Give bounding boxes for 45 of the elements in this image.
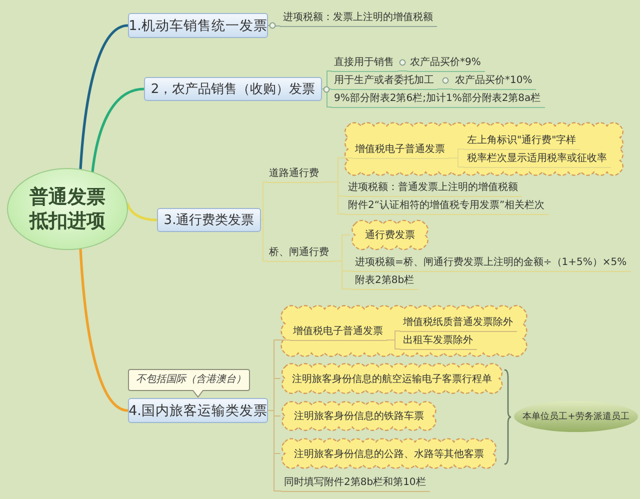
central-ellipse: 普通发票抵扣进项 [7,168,128,250]
underlined-topic: 附件2“认证相符的增值税专用发票”相关栏次 [345,198,549,214]
cloud-bubble: 注明旅客身份信息的航空运输电子客票行程单 [280,362,504,395]
callout-note: 不包括国际（含港澳台） [128,369,250,398]
connector-line [438,88,452,90]
underlined-topic: 9%部分附表2第6栏;加计1%部分附表2第8a栏 [331,90,545,108]
underlined-topic: 进项税额：普通发票上注明的增值税额 [345,180,522,196]
branch-curve [79,24,130,170]
underlined-topic: 左上角标识"通行费"字样 [464,132,580,150]
branch-curve [126,202,158,222]
branch-curve [91,88,146,173]
underlined-topic: 直接用于销售 [331,54,398,72]
summary-ellipse: 本单位员工+劳务派遣员工 [514,401,638,432]
branch-box: 3.通行费类发票 [157,208,261,232]
underlined-topic: 道路通行费 [266,166,323,182]
underlined-topic: 桥、闸通行费 [266,244,333,262]
connector-line [260,182,266,220]
underlined-topic: 进项税额=桥、闸通行费发票上注明的金额÷（1+5%）×5% [352,254,631,272]
cloud-bubble: 注明旅客身份信息的铁路车票 [280,400,438,432]
underlined-topic: 增值税电子普通发票 [352,142,449,158]
branch-box: 1.机动车销售统一发票 [128,13,268,38]
connector-line [398,70,408,72]
underlined-topic: 同时填写附件2第8b栏和第10栏 [281,474,430,492]
underlined-topic: 增值税电子普通发票 [290,324,387,340]
connector-line [332,260,352,290]
underlined-topic: 附表2第8b栏 [352,272,418,290]
cloud-boundary [280,304,528,358]
cloud-bubble: 通行费发票 [350,219,430,251]
cloud-boundary [343,121,625,177]
connector-line [386,340,400,350]
underlined-topic: 增值税纸质普通发票除外 [400,314,517,332]
connector-line [322,182,346,214]
connector-line [268,25,280,26]
underlined-topic: 用于生产或者委托加工 [331,72,438,90]
branch-box: 4.国内旅客运输类发票 [128,398,268,423]
underlined-topic: 出租车发票除外 [400,332,477,350]
underlined-topic: 农产品买价*9% [407,54,485,72]
connector-line [260,220,266,262]
branch-box: 2，农产品销售（收购）发票 [144,77,322,101]
underlined-topic: 进项税额：发票上注明的增值税额 [280,10,437,26]
connector-line [268,410,282,492]
underlined-topic: 税率栏次显示适用税率或征收率 [464,150,611,168]
underlined-topic: 农产品买价*10% [452,72,536,90]
cloud-bubble: 注明旅客身份信息的公路、水路等其他客票 [280,437,498,470]
branch-curve [79,248,130,412]
